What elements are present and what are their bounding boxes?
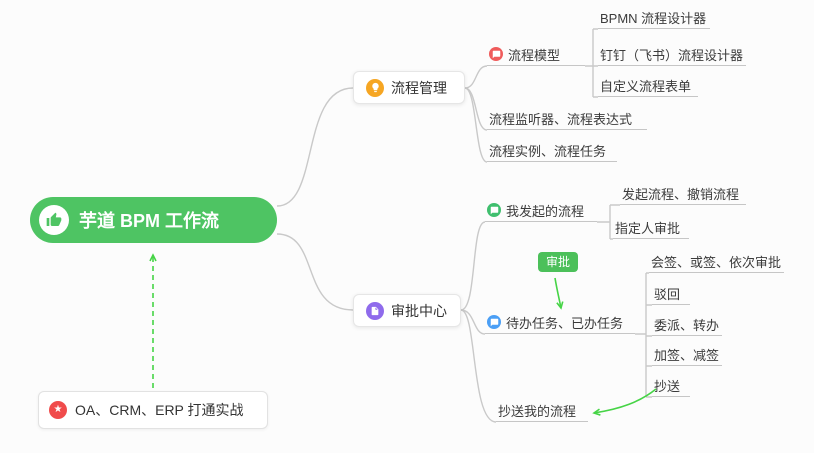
- connector: [635, 272, 652, 398]
- node-label: BPMN 流程设计器: [600, 10, 707, 26]
- todo-done-icon: [487, 315, 501, 329]
- node-label: OA、CRM、ERP 打通实战: [75, 402, 244, 418]
- node-label: 发起流程、撤销流程: [622, 186, 740, 202]
- connector: [597, 204, 620, 240]
- node-process-listener[interactable]: 流程监听器、流程表达式: [487, 108, 647, 130]
- cc-flow-arrow: [592, 388, 657, 416]
- node-label: 委派、转办: [654, 317, 720, 333]
- connector: [460, 309, 486, 335]
- my-initiated-icon: [487, 203, 501, 217]
- node-label: 流程实例、流程任务: [489, 143, 607, 159]
- node-label: 流程监听器、流程表达式: [489, 111, 633, 127]
- node-cc-my-process[interactable]: 抄送我的流程: [496, 400, 588, 422]
- node-label: 流程模型: [508, 47, 561, 63]
- connector: [276, 233, 354, 311]
- node-dingtalk-designer[interactable]: 钉钉（飞书）流程设计器: [598, 44, 747, 66]
- node-custom-form[interactable]: 自定义流程表单: [598, 75, 698, 97]
- connector: [460, 221, 486, 311]
- node-label: 流程管理: [391, 79, 447, 96]
- node-approval-center[interactable]: 审批中心: [353, 294, 461, 327]
- thumbs-up-icon: [39, 205, 69, 235]
- node-reject[interactable]: 驳回: [652, 283, 690, 305]
- node-assignee-approve[interactable]: 指定人审批: [613, 217, 689, 239]
- approve-flow-arrow: [554, 277, 564, 310]
- node-label: 待办任务、已办任务: [506, 315, 624, 331]
- connector: [460, 309, 497, 423]
- node-label: 自定义流程表单: [600, 78, 692, 94]
- connector: [276, 87, 354, 207]
- node-process-instance[interactable]: 流程实例、流程任务: [487, 140, 617, 162]
- connector: [585, 28, 598, 98]
- node-label: 钉钉（飞书）流程设计器: [600, 47, 744, 63]
- node-label: 驳回: [654, 286, 681, 302]
- node-label: 抄送: [654, 378, 681, 394]
- node-practice[interactable]: ★ OA、CRM、ERP 打通实战: [38, 391, 268, 429]
- connector: [464, 65, 488, 89]
- node-add-reduce-sign[interactable]: 加签、减签: [652, 344, 723, 366]
- approve-badge[interactable]: 审批: [538, 252, 579, 272]
- star-icon: ★: [49, 401, 67, 419]
- root-label: 芋道 BPM 工作流: [79, 211, 220, 231]
- approval-center-icon: [366, 301, 384, 320]
- process-model-icon: [489, 47, 503, 61]
- node-label: 抄送我的流程: [498, 403, 577, 419]
- node-countersign[interactable]: 会签、或签、依次审批: [649, 251, 785, 273]
- node-label: 指定人审批: [615, 220, 681, 236]
- node-bpmn-designer[interactable]: BPMN 流程设计器: [598, 7, 710, 29]
- connector: [464, 87, 488, 163]
- lightbulb-icon: [366, 78, 384, 97]
- node-my-initiated[interactable]: 我发起的流程: [485, 200, 597, 222]
- node-cc[interactable]: 抄送: [652, 375, 690, 397]
- node-label: 加签、减签: [654, 347, 720, 363]
- node-process-management[interactable]: 流程管理: [353, 71, 465, 104]
- node-todo-done[interactable]: 待办任务、已办任务: [485, 312, 635, 334]
- node-label: 审批中心: [391, 302, 447, 319]
- node-label: 会签、或签、依次审批: [651, 254, 782, 270]
- root-node[interactable]: 芋道 BPM 工作流: [30, 197, 277, 243]
- node-delegate-transfer[interactable]: 委派、转办: [652, 314, 723, 336]
- node-label: 我发起的流程: [506, 203, 585, 219]
- node-process-model[interactable]: 流程模型: [487, 44, 585, 66]
- node-initiate-cancel[interactable]: 发起流程、撤销流程: [620, 183, 746, 205]
